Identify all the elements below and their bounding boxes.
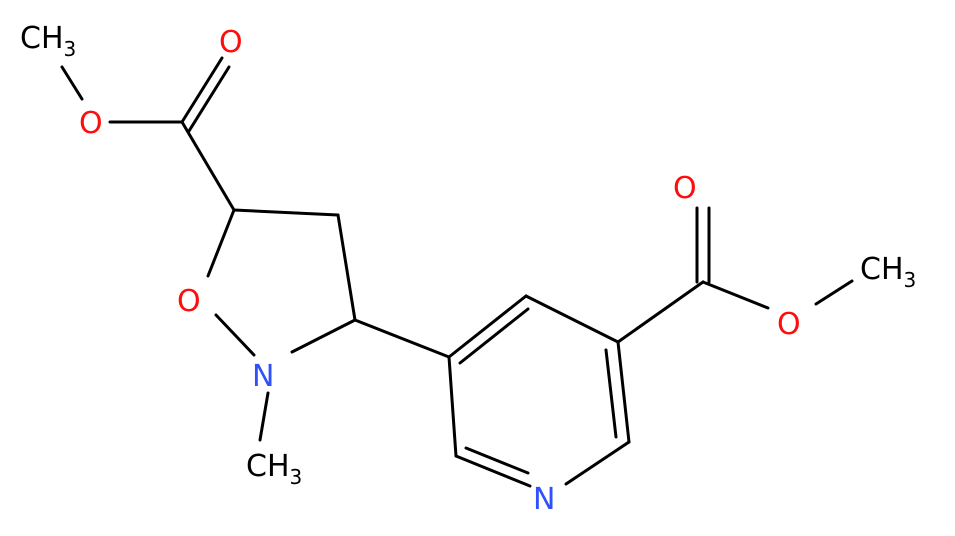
bond-py-carbonylC2 — [616, 280, 705, 344]
bond-py-d — [564, 440, 631, 486]
bond-N-methyl — [258, 391, 270, 442]
bond-py-f — [447, 355, 458, 458]
pyridine-nitrogen: N — [533, 482, 555, 517]
n-methyl-label: CH3 — [246, 449, 302, 489]
bond-py-a — [447, 294, 528, 359]
bond-methyl1-O — [60, 65, 84, 101]
ester2-carbonyl-oxygen: O — [673, 171, 697, 206]
bond-C5-ringO — [206, 208, 236, 278]
bond-carbonylC1-O-double-a — [180, 56, 224, 124]
ester2-methyl-label: CH3 — [860, 252, 916, 292]
bond-C3-pyridineC — [353, 318, 451, 359]
bond-py-e — [454, 454, 532, 488]
bond-carbonylC2-O — [701, 280, 770, 310]
bond-py-b — [524, 294, 620, 344]
ester1-carbonyl-oxygen: O — [219, 25, 243, 60]
bond-ringO-N — [214, 313, 256, 357]
ester1-ether-oxygen: O — [79, 106, 103, 141]
ester1-methyl-label: CH3 — [20, 21, 76, 61]
bond-C5-C4 — [232, 208, 340, 217]
ring-nitrogen: N — [252, 359, 274, 394]
bond-O-methyl2 — [814, 279, 854, 306]
bond-C4-C3 — [336, 213, 357, 322]
bond-N-C3 — [290, 318, 357, 354]
bond-carbonylC1-O-double-b — [187, 65, 231, 133]
ester2-ether-oxygen: O — [777, 307, 801, 342]
atom-labels: CH3 O O O N CH3 O O CH3 N — [20, 21, 916, 517]
bond-carbonylC1-C5 — [180, 120, 236, 212]
bond-py-c — [616, 340, 631, 444]
bonds — [60, 56, 854, 488]
bond-py-c-inner — [604, 348, 618, 439]
bond-py-e-inner — [464, 446, 530, 475]
ring-oxygen: O — [177, 284, 201, 319]
bond-py-a-inner — [458, 307, 530, 365]
